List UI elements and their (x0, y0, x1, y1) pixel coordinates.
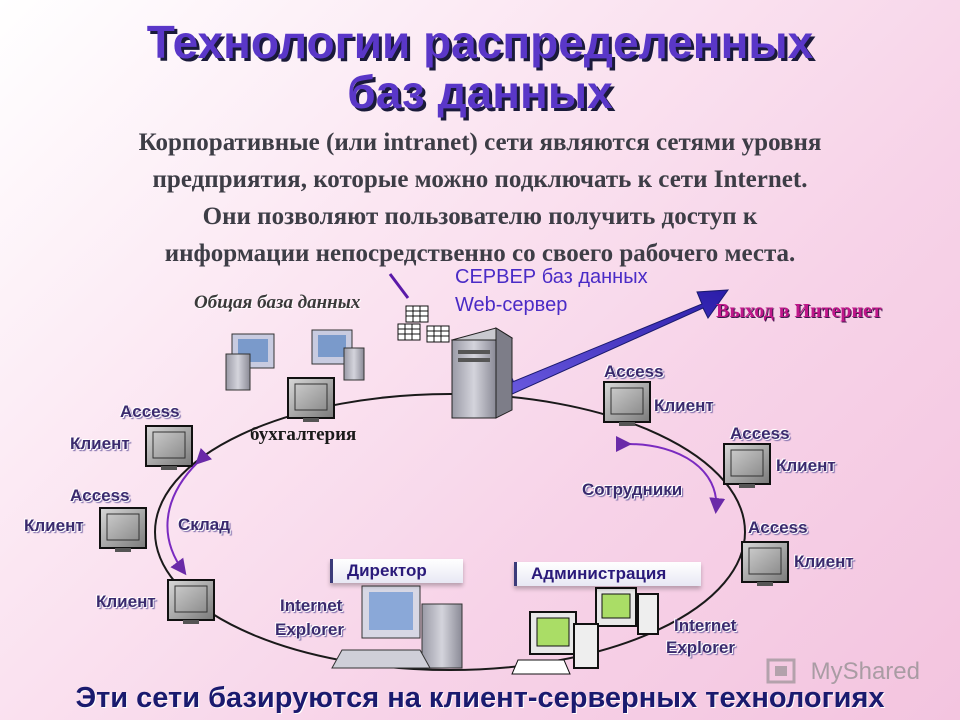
staff-link-arrow (615, 435, 726, 514)
internet-exit-label: Выход в Интернет (716, 300, 882, 322)
monitor-mid-left-icon (99, 507, 147, 552)
database-grid-icon (397, 305, 450, 343)
footer-text: Эти сети базируются на клиент-серверных … (75, 682, 885, 714)
server-label-line2: Web-сервер (455, 294, 568, 316)
intro-text: Корпоративные (или intranet) сети являют… (40, 124, 920, 272)
intro-line-2: предприятия, которые можно подключать к … (152, 166, 808, 193)
intro-line-4: информации непосредственно со своего раб… (164, 240, 796, 267)
client-label-mid-right: Клиент (776, 456, 836, 475)
ie-label-director-line1: Internet (280, 596, 343, 615)
ie-label-director-line2: Explorer (275, 620, 344, 639)
warehouse-link-arrow (166, 447, 213, 576)
intro-line-3: Они позволяют пользователю получить дост… (202, 203, 758, 230)
director-tab: Директор (330, 559, 463, 583)
access-label-top-right: Access (604, 362, 664, 381)
page-title-line2: баз данных (347, 66, 613, 118)
client-label-mid-left: Клиент (24, 516, 84, 535)
monitor-bottom-left-icon (167, 579, 215, 624)
staff-label: Сотрудники (582, 480, 683, 499)
network-ring (154, 393, 746, 671)
myshared-logo-icon (766, 658, 796, 684)
ie-label-admin-line1: Internet (674, 616, 737, 635)
monitor-accounting-icon (287, 377, 335, 422)
accounting-label: бухгалтерия (250, 424, 357, 445)
server-label-line1: СЕРВЕР баз данных (455, 266, 648, 288)
monitor-top-right-icon (603, 381, 651, 426)
watermark-text: MyShared (810, 658, 920, 685)
client-label-bottom-right: Клиент (794, 552, 854, 571)
accounting-workstations-icon (225, 329, 365, 391)
access-label-mid-left: Access (70, 486, 130, 505)
intro-line-1: Корпоративные (или intranet) сети являют… (138, 129, 822, 156)
page-title-line1: Технологии распределенных (146, 16, 814, 68)
monitor-top-left-icon (145, 425, 193, 470)
access-label-mid-right: Access (730, 424, 790, 443)
access-label-top-left: Access (120, 402, 180, 421)
warehouse-label: Склад (178, 515, 231, 534)
client-label-top-left: Клиент (70, 434, 130, 453)
administration-tab: Администрация (514, 562, 701, 586)
access-label-bottom-right: Access (748, 518, 808, 537)
ie-label-admin-line2: Explorer (666, 638, 735, 657)
server-tower-icon (450, 327, 514, 419)
administration-computers-icon (511, 587, 659, 675)
client-label-bottom-left: Клиент (96, 592, 156, 611)
monitor-bottom-right-icon (741, 541, 789, 586)
client-label-top-right: Клиент (654, 396, 714, 415)
db-pointer-arrow (388, 273, 410, 299)
monitor-mid-right-icon (723, 443, 771, 488)
director-computer-icon (331, 585, 463, 669)
shared-database-label: Общая база данных (194, 292, 361, 313)
